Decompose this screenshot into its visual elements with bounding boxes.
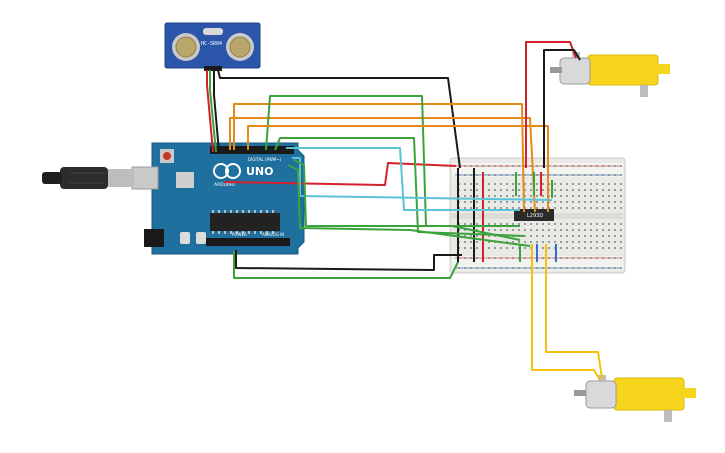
wire-sensor-trig[interactable]	[209, 70, 217, 153]
wire-gnd-rail[interactable]	[235, 250, 462, 271]
wire-motor-ctrl-1[interactable]	[229, 117, 536, 213]
digital-header[interactable]	[210, 146, 294, 154]
analog-label: ANALOG IN	[262, 232, 284, 237]
wire-motor-bottom-pos[interactable]	[531, 244, 601, 381]
wires	[206, 41, 603, 381]
wire-sensor-vcc[interactable]	[206, 70, 214, 153]
wire-enable[interactable]	[247, 125, 549, 212]
wire-motor-top-neg[interactable]	[543, 49, 581, 168]
wire-motor-ctrl-4[interactable]	[274, 137, 525, 237]
digital-header-label: DIGITAL (PWM~)	[248, 157, 282, 162]
atmega-chip	[210, 213, 280, 231]
hc-sr04-sensor[interactable]: HC-SR04	[164, 22, 261, 71]
wire-sensor-echo[interactable]	[213, 70, 220, 153]
arduino-brand-text: ARDUINO	[214, 182, 236, 188]
usb-connector	[106, 166, 159, 190]
wire-motor-bottom-neg[interactable]	[545, 244, 603, 379]
ic-label: L293D	[527, 213, 543, 219]
wire-signal-cyan-1[interactable]	[286, 147, 520, 211]
usb-cable[interactable]	[42, 167, 108, 189]
dc-jack	[144, 229, 164, 247]
wire-sensor-gnd[interactable]	[217, 69, 461, 169]
dc-motor-bottom[interactable]	[574, 375, 696, 422]
power-analog-header[interactable]	[206, 238, 290, 246]
sensor-model-label: HC-SR04	[201, 41, 222, 47]
wire-motor-ctrl-3[interactable]	[265, 95, 520, 227]
arduino-logo-icon	[213, 163, 229, 179]
wire-motor-ctrl-2[interactable]	[233, 103, 525, 213]
dc-motor-top[interactable]	[550, 52, 670, 97]
wire-signal-cyan-2[interactable]	[292, 157, 553, 201]
uno-logo-text: UNO	[246, 165, 274, 178]
arduino-uno-board[interactable]: UNO ARDUINO DIGITAL (PWM~) POWER ANALOG …	[151, 142, 305, 255]
power-label: POWER	[232, 232, 247, 237]
wire-gnd-green[interactable]	[233, 251, 459, 279]
